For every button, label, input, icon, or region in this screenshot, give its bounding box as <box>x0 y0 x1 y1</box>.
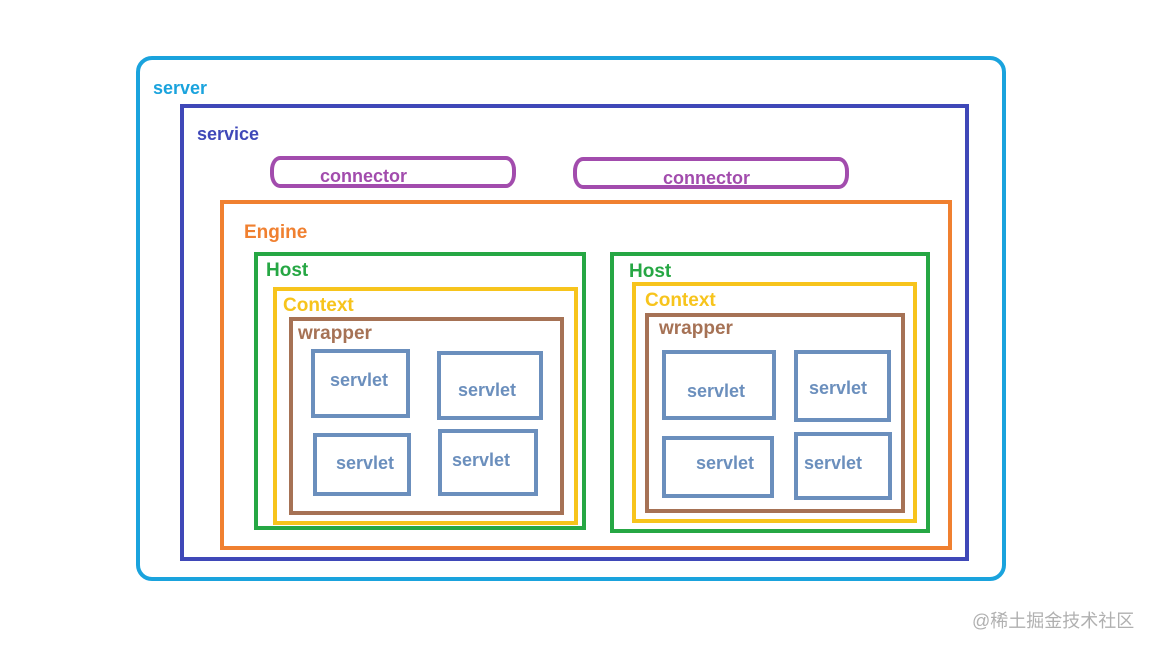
servlet-box <box>662 350 776 420</box>
server-label: server <box>153 78 208 98</box>
servlet-box <box>794 350 891 422</box>
wrapper-container-2 <box>645 313 905 513</box>
servlet-label: servlet <box>330 370 389 390</box>
servlet-label: servlet <box>452 450 511 470</box>
servlet-label: servlet <box>809 378 868 398</box>
host-label-2: Host <box>629 261 672 282</box>
connector-label-1: connector <box>320 166 408 186</box>
servlet-box <box>437 351 543 420</box>
wrapper-label-1: wrapper <box>298 323 372 344</box>
connector-box-2 <box>573 157 849 189</box>
context-container-2 <box>632 282 917 523</box>
servlet-box <box>313 433 411 496</box>
engine-label: Engine <box>244 222 308 243</box>
servlet-label: servlet <box>696 453 755 473</box>
servlet-label: servlet <box>458 380 517 400</box>
servlet-box <box>438 429 538 496</box>
wrapper-label-2: wrapper <box>659 318 733 339</box>
servlet-label: servlet <box>687 381 746 401</box>
wrapper-container-1 <box>289 317 564 515</box>
servlet-label: servlet <box>804 453 863 473</box>
host-container-1 <box>254 252 586 530</box>
server-container <box>136 56 1006 581</box>
context-label-2: Context <box>645 290 716 311</box>
context-container-1 <box>273 287 578 525</box>
host-container-2 <box>610 252 930 533</box>
servlet-box <box>794 432 892 500</box>
context-label-1: Context <box>283 295 354 316</box>
servlet-box <box>311 349 410 418</box>
connector-label-2: connector <box>663 168 751 188</box>
servlet-box <box>662 436 774 498</box>
connector-box-1 <box>270 156 516 188</box>
service-label: service <box>197 124 260 144</box>
watermark-text: @稀土掘金技术社区 <box>972 611 1135 631</box>
service-container <box>180 104 969 561</box>
engine-container <box>220 200 952 550</box>
servlet-label: servlet <box>336 453 395 473</box>
host-label-1: Host <box>266 260 309 281</box>
